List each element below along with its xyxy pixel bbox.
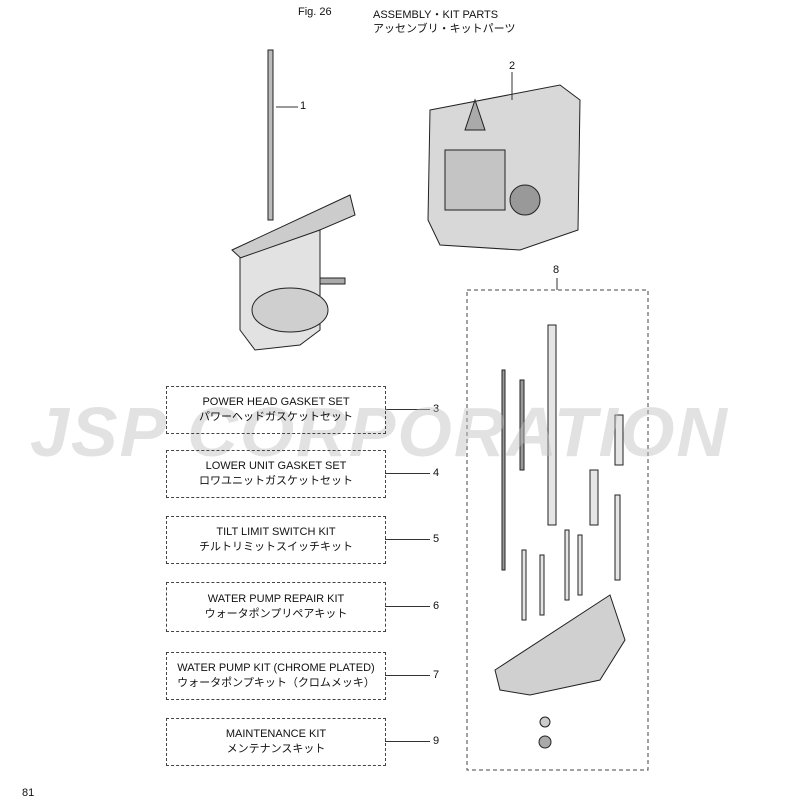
page-number: 81 [22,787,35,799]
kit-box-lower-unit-gasket: LOWER UNIT GASKET SET ロワユニットガスケットセット [166,450,386,498]
kit-box-tilt-limit-switch: TILT LIMIT SWITCH KIT チルトリミットスイッチキット [166,516,386,564]
kit-name-en: POWER HEAD GASKET SET [202,396,350,408]
kit-name-jp: チルトリミットスイッチキット [199,541,353,553]
kit-name-en: TILT LIMIT SWITCH KIT [216,526,336,538]
kit-name-en: WATER PUMP KIT (CHROME PLATED) [177,662,375,674]
kit-box-maintenance: MAINTENANCE KIT メンテナンスキット [166,718,386,766]
callout-7: 7 [433,669,440,681]
callout-1: 1 [300,100,307,112]
watermark: JSP CORPORATION [30,393,729,471]
callout-2: 2 [509,60,516,72]
callout-9: 9 [433,735,440,747]
callout-5: 5 [433,533,440,545]
kit-name-en: MAINTENANCE KIT [225,728,327,740]
callout-8: 8 [553,264,560,276]
kit-name-jp: ウォータポンプキット（クロムメッキ） [177,677,375,689]
page-title-en: ASSEMBLY・KIT PARTS [373,9,499,21]
kit-name-jp: ロワユニットガスケットセット [199,475,353,487]
power-head-drawing [427,84,581,251]
callout-4: 4 [433,467,440,479]
kit-name-en: WATER PUMP REPAIR KIT [207,593,345,605]
kit-name-jp: パワーヘッドガスケットセット [199,411,353,423]
kit-name-en: LOWER UNIT GASKET SET [205,460,347,472]
kit-8-box [466,289,649,771]
page-title-jp: アッセンブリ・キットパーツ [373,23,516,35]
kit-box-water-pump-repair: WATER PUMP REPAIR KIT ウォータポンプリペアキット [166,582,386,632]
kit-name-jp: ウォータポンプリペアキット [204,608,348,620]
kit-box-water-pump-chrome: WATER PUMP KIT (CHROME PLATED) ウォータポンプキット… [166,652,386,700]
kit-name-jp: メンテナンスキット [226,743,326,755]
kit-box-power-head-gasket: POWER HEAD GASKET SET パワーヘッドガスケットセット [166,386,386,434]
figure-number: Fig. 26 [298,6,332,18]
callout-3: 3 [433,403,440,415]
lower-unit-drawing [231,49,356,351]
callout-6: 6 [433,600,440,612]
shafts-drawing [494,324,626,749]
